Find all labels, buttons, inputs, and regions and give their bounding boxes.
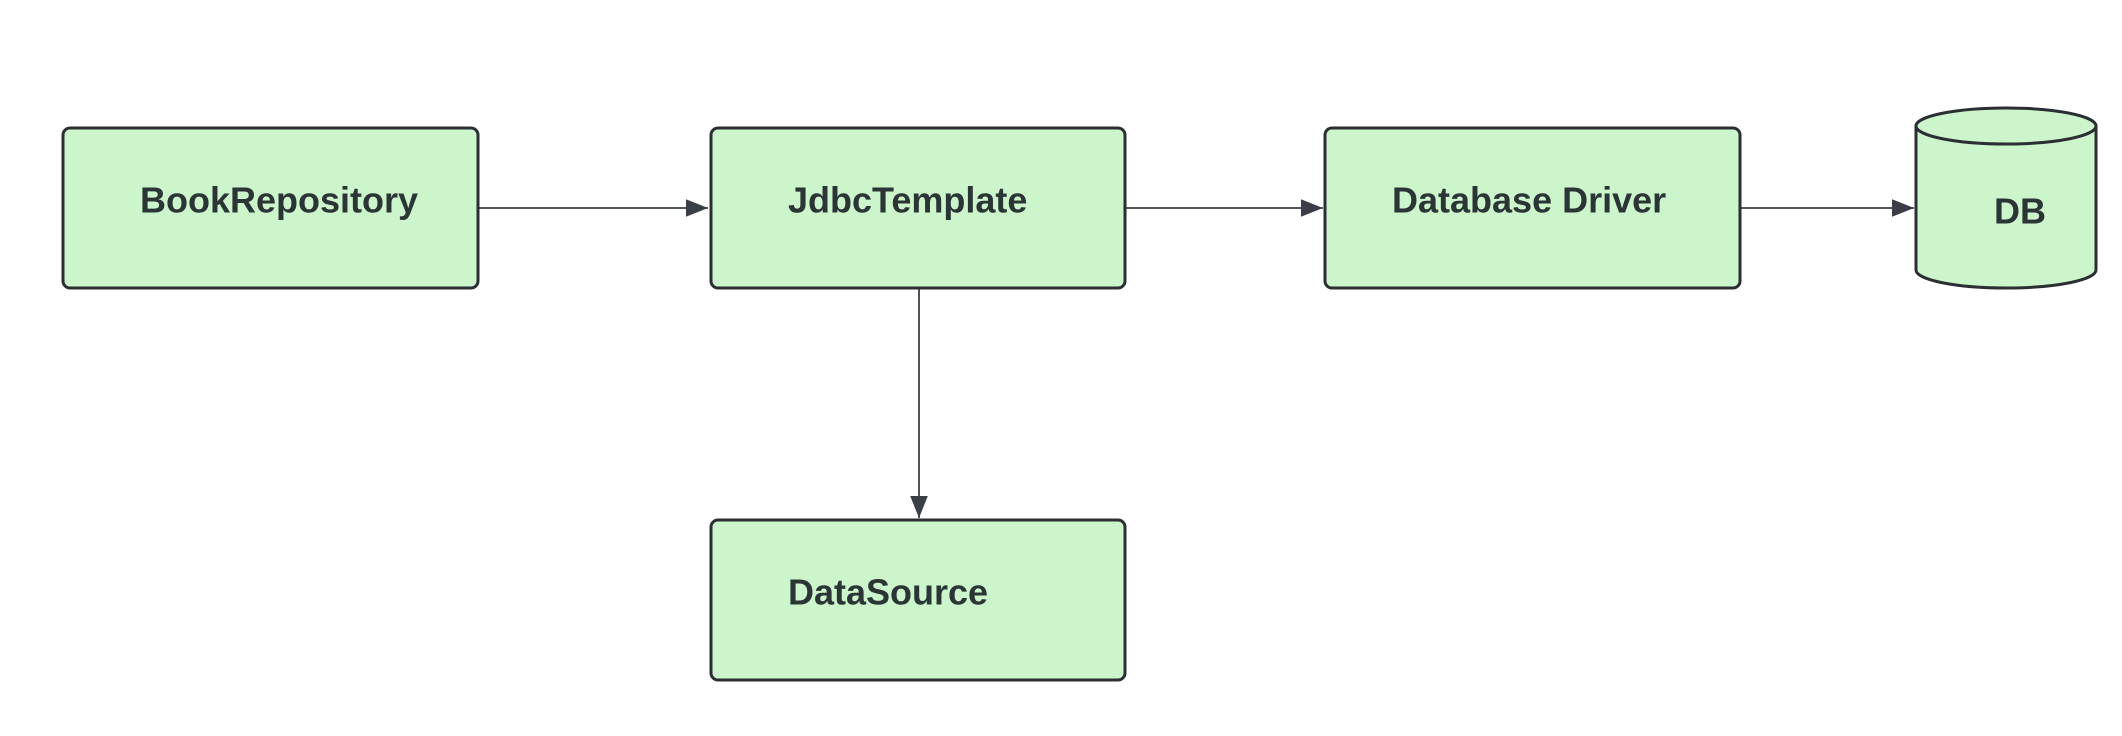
node-jdbctemplate-box: [709, 126, 1127, 290]
node-datasource-box: [709, 518, 1127, 682]
node-db-cylinder-body: [1914, 124, 2098, 290]
node-db-label: DB: [1994, 191, 2046, 232]
node-database-driver-label: Database Driver: [1392, 180, 1666, 221]
node-bookrepository-box: [61, 126, 480, 290]
node-db-cylinder-top: [1914, 106, 2098, 146]
node-bookrepository-label: BookRepository: [140, 180, 418, 221]
node-database-driver-box: [1323, 126, 1742, 290]
node-jdbctemplate[interactable]: JdbcTemplate: [709, 126, 1127, 290]
node-db[interactable]: DB: [1914, 106, 2098, 290]
node-database-driver[interactable]: Database Driver: [1323, 126, 1742, 290]
node-jdbctemplate-label: JdbcTemplate: [788, 180, 1027, 221]
node-datasource[interactable]: DataSource: [709, 518, 1127, 682]
node-bookrepository[interactable]: BookRepository: [61, 126, 480, 290]
node-datasource-label: DataSource: [788, 572, 988, 613]
